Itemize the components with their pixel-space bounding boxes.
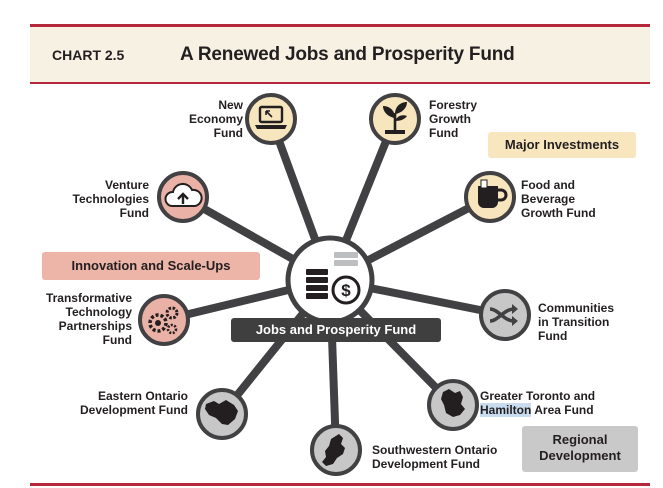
mug-icon [464, 171, 516, 223]
chart-number: CHART 2.5 [52, 47, 125, 63]
label-food-beverage-fund: Food and Beverage Growth Fund [521, 178, 596, 220]
regional-development-tag: Regional Development [522, 426, 638, 472]
label-new-economy-fund: New Economy Fund [188, 98, 243, 140]
laptop-icon [245, 93, 297, 145]
label-transformative-technology-fund: Transformative Technology Partnerships F… [45, 291, 132, 347]
shuffle-arrows-icon [479, 289, 531, 341]
major-investments-tag: Major Investments [488, 132, 636, 158]
label-southwestern-ontario-fund: Southwestern Ontario Development Fund [372, 443, 498, 471]
gta-map-icon [427, 379, 479, 431]
highlighted-word: Hamilton [480, 403, 532, 417]
gears-icon [138, 294, 190, 346]
label-venture-technologies-fund: Venture Technologies Fund [72, 178, 149, 220]
southwestern-ontario-map-icon [310, 424, 362, 476]
chart-header: CHART 2.5 A Renewed Jobs and Prosperity … [30, 24, 650, 84]
regional-tag-line1: Regional [552, 432, 608, 447]
eastern-ontario-map-icon [196, 388, 248, 440]
chart-title: A Renewed Jobs and Prosperity Fund [180, 44, 515, 65]
regional-tag-line2: Development [539, 448, 621, 463]
label-eastern-ontario-fund: Eastern Ontario Development Fund [79, 389, 188, 417]
bottom-rule [30, 483, 650, 486]
coins-dollar-icon: $ [285, 235, 375, 325]
cloud-upload-icon [157, 171, 209, 223]
seedling-icon [369, 93, 421, 145]
label-gta-fund: Greater Toronto and Hamilton Area Fund [480, 389, 596, 417]
label-forestry-growth-fund: Forestry Growth Fund [429, 98, 478, 140]
label-communities-in-transition-fund: Communities in Transition Fund [538, 301, 615, 343]
innovation-tag: Innovation and Scale-Ups [42, 252, 260, 280]
svg-text:$: $ [341, 281, 351, 300]
hub-label: Jobs and Prosperity Fund [231, 318, 441, 342]
